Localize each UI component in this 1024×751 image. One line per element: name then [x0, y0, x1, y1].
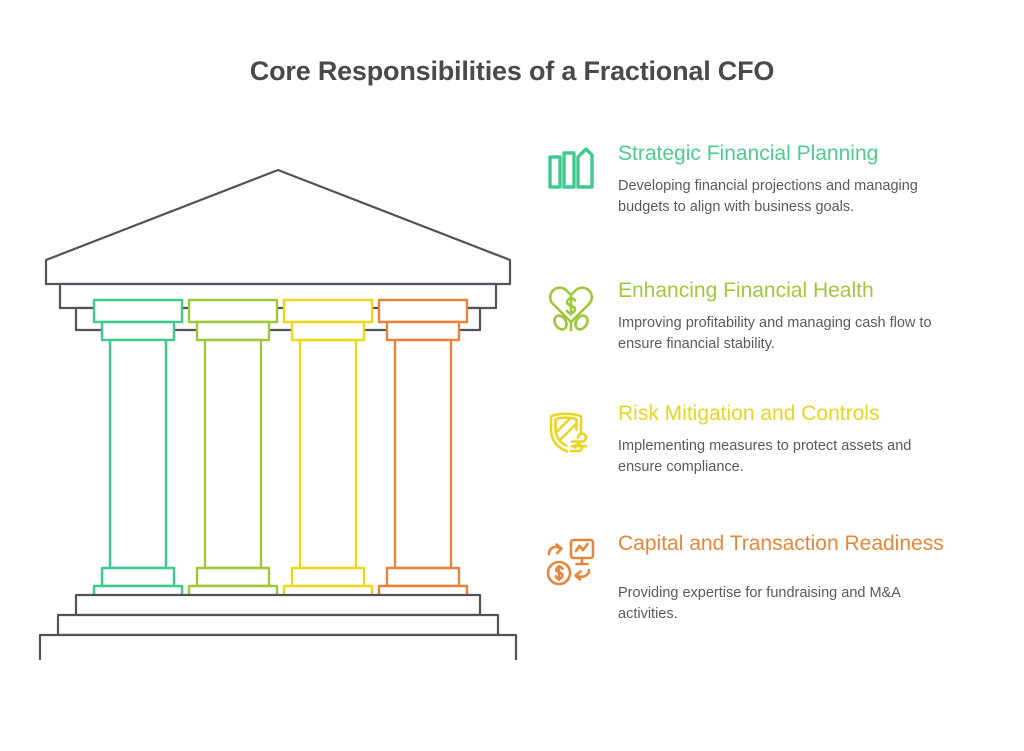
temple-pediment [44, 168, 512, 286]
bar-chart-columns-icon [545, 146, 597, 198]
responsibility-text-block: Strategic Financial Planning Developing … [618, 140, 948, 218]
responsibility-heading: Enhancing Financial Health [618, 279, 874, 302]
temple-svg [38, 168, 518, 660]
greek-temple-illustration [28, 160, 528, 660]
responsibility-text-block: Capital and Transaction Readiness Provid… [618, 530, 948, 625]
temple-column-4 [377, 298, 469, 610]
temple-step-top [74, 593, 482, 617]
responsibility-description: Improving profitability and managing cas… [618, 315, 932, 352]
page-title: Core Responsibilities of a Fractional CF… [249, 56, 775, 86]
faint-watermark-artifact [55, 712, 195, 722]
responsibility-heading: Capital and Transaction Readiness [618, 532, 944, 555]
temple-column-1 [92, 298, 184, 610]
responsibility-heading: Strategic Financial Planning [618, 142, 879, 165]
dollar-coin-chart-monitor-exchange-icon [545, 536, 597, 588]
heart-dollar-plant-icon [545, 283, 597, 335]
temple-column-2 [187, 298, 279, 610]
responsibility-description: Providing expertise for fundraising and … [618, 585, 901, 622]
responsibility-description: Developing financial projections and man… [618, 178, 918, 215]
responsibility-text-block: Risk Mitigation and Controls Implementin… [618, 400, 948, 478]
responsibility-item-strategic-financial-planning: Strategic Financial Planning Developing … [543, 140, 983, 218]
shield-wind-icon [545, 406, 597, 458]
responsibility-text-block: Enhancing Financial Health Improving pro… [618, 277, 948, 355]
temple-step-bottom [38, 633, 518, 660]
responsibility-item-capital-and-transaction-readiness: Capital and Transaction Readiness Provid… [543, 530, 983, 625]
responsibility-description: Implementing measures to protect assets … [618, 438, 912, 475]
responsibility-item-enhancing-financial-health: Enhancing Financial Health Improving pro… [543, 277, 983, 355]
responsibility-heading: Risk Mitigation and Controls [618, 402, 880, 425]
temple-column-3 [282, 298, 374, 610]
temple-step-middle [56, 613, 500, 637]
responsibility-item-risk-mitigation-and-controls: Risk Mitigation and Controls Implementin… [543, 400, 983, 478]
